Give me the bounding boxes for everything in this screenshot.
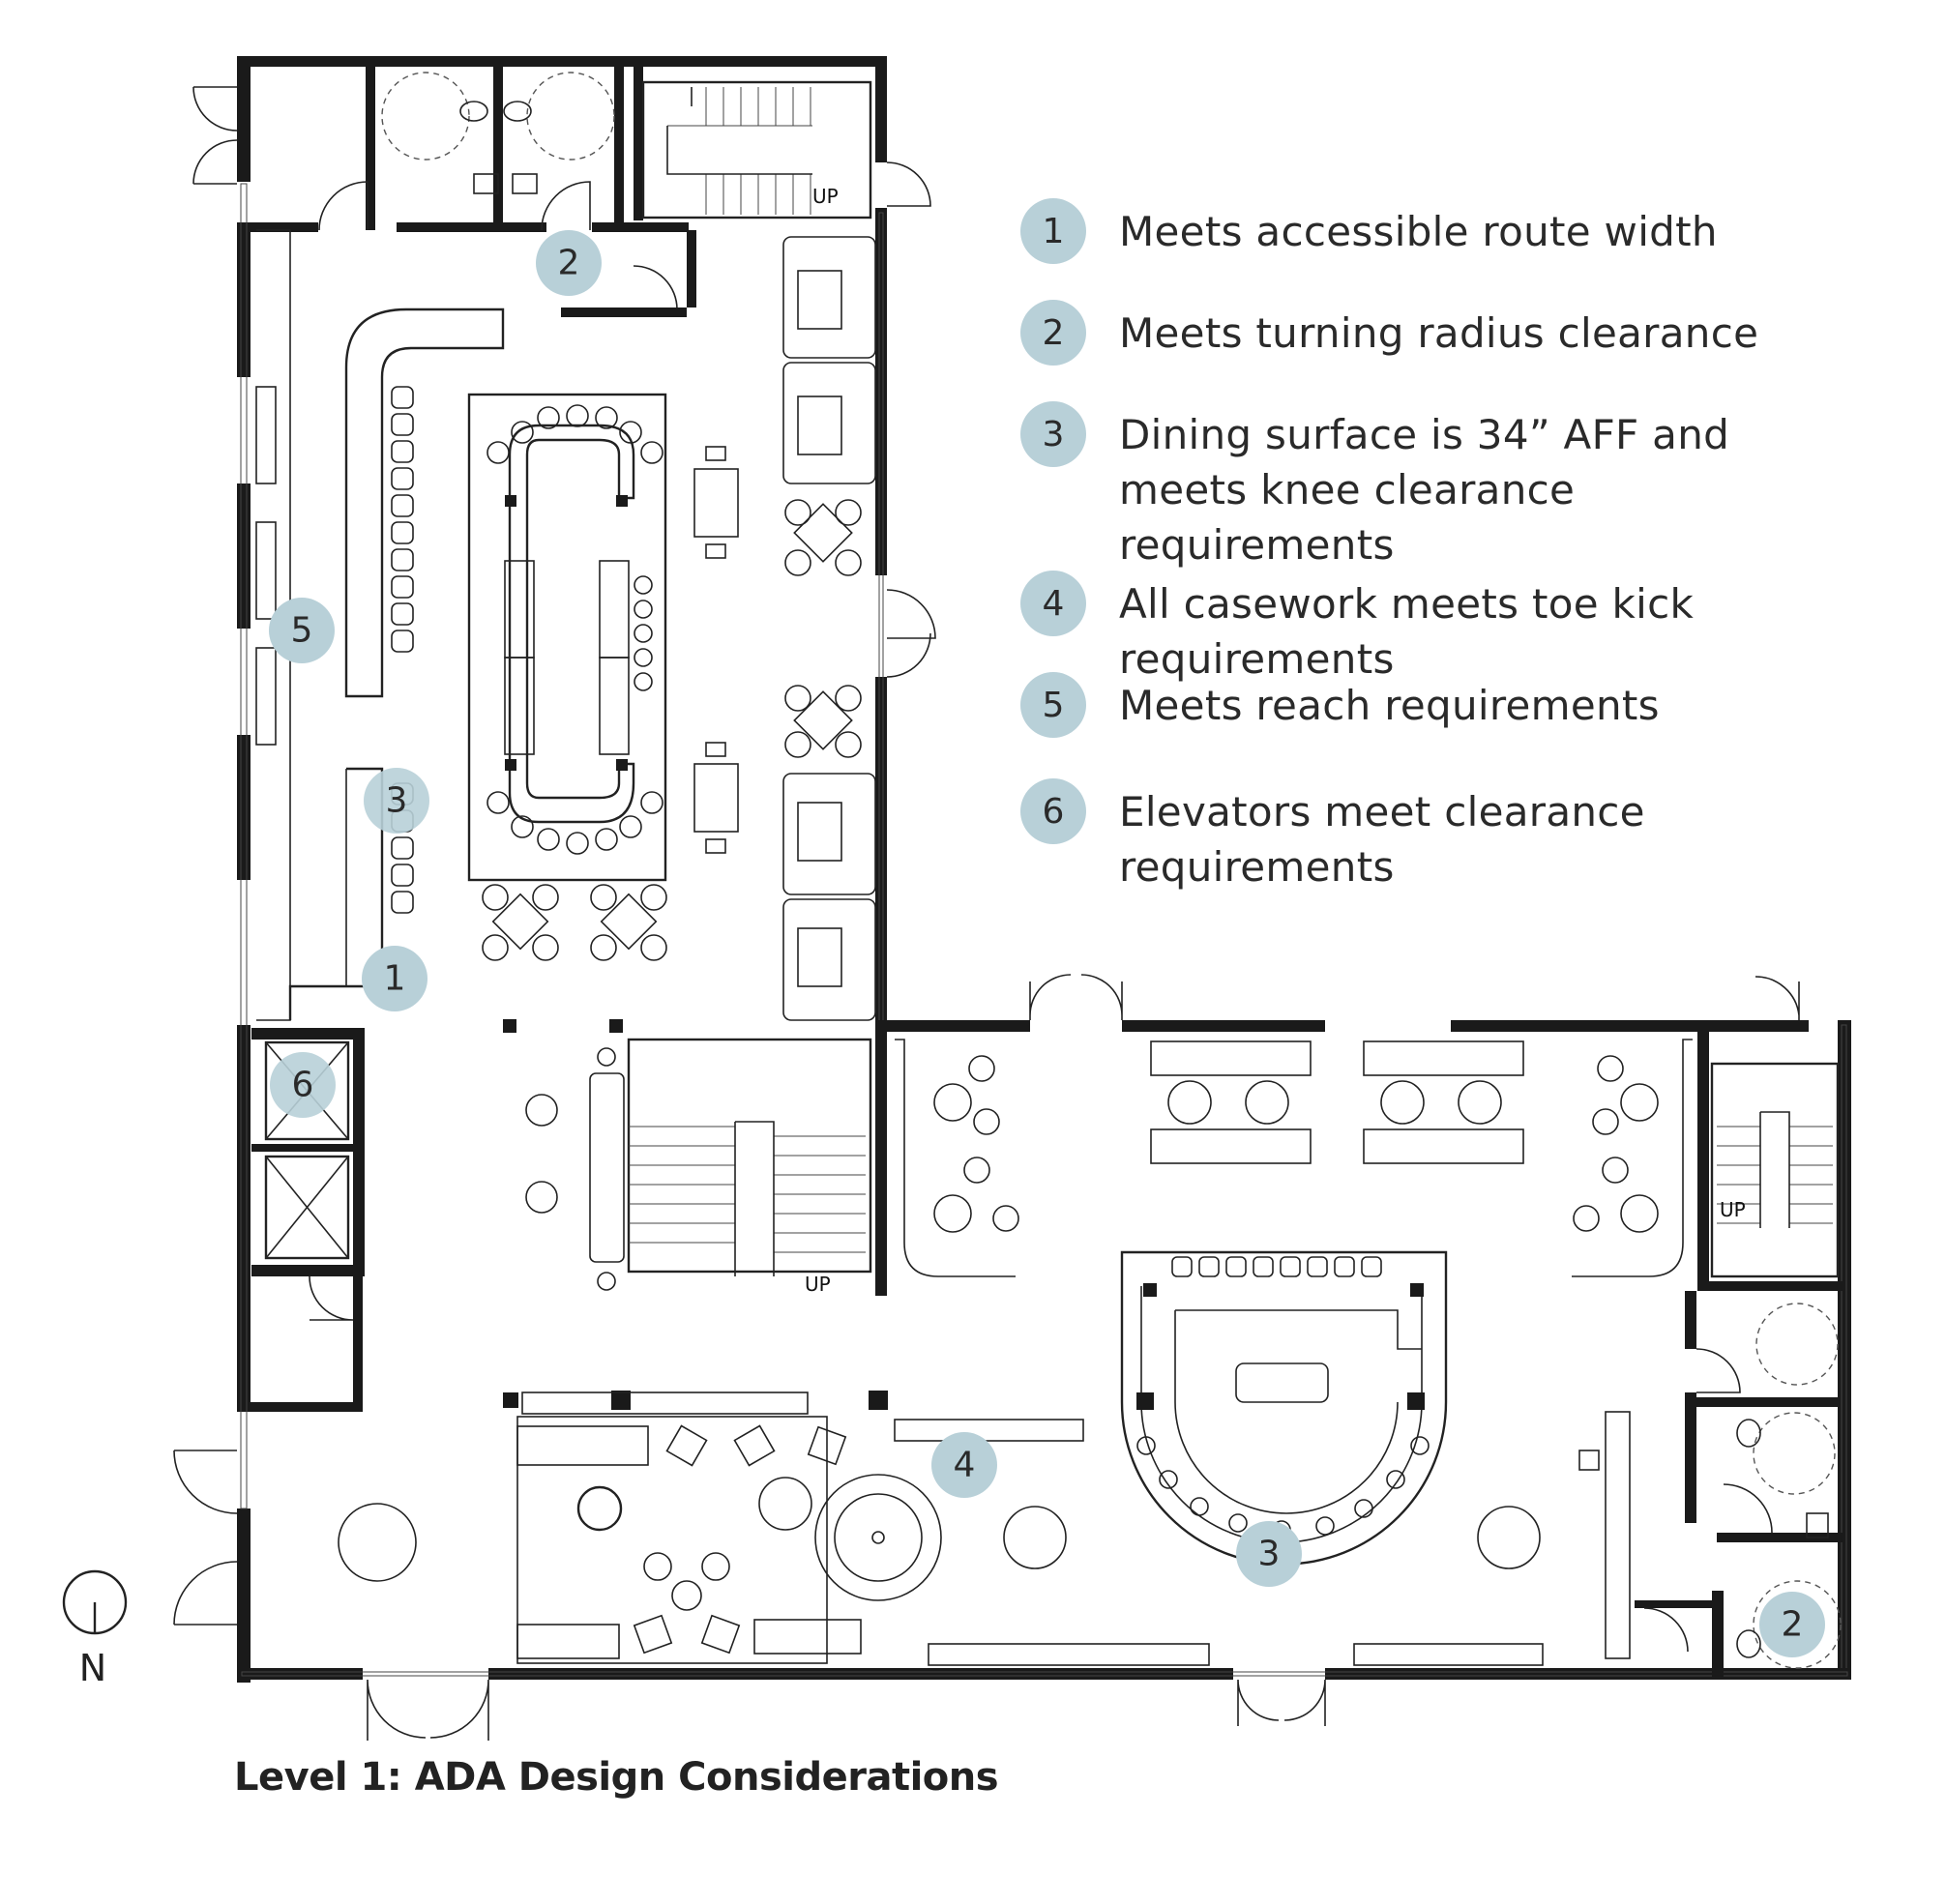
legend-text: All casework meets toe kick requirements [1119,580,1695,683]
plan-marker: 1 [362,946,428,1011]
north-stair: UP [634,56,931,220]
legend-text: Dining surface is 34” AFF and meets knee… [1119,411,1730,569]
south-wing: UP [338,974,1843,1741]
central-stair: UP [503,1019,872,1296]
plan-marker: 2 [536,230,602,296]
svg-text:6: 6 [292,1066,314,1105]
communal-table [467,393,667,882]
plan-marker: 3 [1236,1521,1302,1587]
svg-text:3: 3 [386,781,408,821]
plan-marker: 5 [269,598,335,663]
legend-item: 6 Elevators meet clearance requirements [1020,778,1873,894]
svg-text:1: 1 [384,959,406,999]
legend-badge: 4 [1020,571,1086,636]
legend-text: Elevators meet clearance requirements [1119,788,1645,891]
legend-badge: 2 [1020,300,1086,366]
legend-item: 5 Meets reach requirements [1020,672,1873,738]
legend-badge: 3 [1020,401,1086,467]
plan-title: Level 1: ADA Design Considerations [234,1755,999,1800]
legend-badge: 5 [1020,672,1086,738]
plan-marker: 4 [931,1432,997,1498]
legend-item: 3 Dining surface is 34” AFF and meets kn… [1020,401,1796,572]
east-stair-up-label: UP [1720,1198,1746,1221]
legend-badge: 1 [1020,198,1086,264]
legend-badge: 6 [1020,778,1086,844]
elevators [173,1028,365,1626]
legend-item: 1 Meets accessible route width [1020,198,1873,264]
north-wing-seating [482,230,936,1021]
stair-up-label: UP [812,185,839,208]
north-arrow-icon: N [62,1569,128,1689]
plan-marker: 6 [270,1052,336,1118]
svg-text:5: 5 [291,611,313,651]
legend-item: 2 Meets turning radius clearance [1020,300,1873,366]
plan-marker: 2 [1759,1592,1825,1657]
north-label: N [79,1647,106,1689]
svg-text:2: 2 [558,244,580,283]
svg-text:3: 3 [1258,1535,1281,1574]
legend-item: 4 All casework meets toe kick requiremen… [1020,571,1873,687]
exterior-walls [237,56,1851,1683]
legend-text: Meets turning radius clearance [1119,309,1759,357]
central-stair-up-label: UP [805,1273,831,1296]
legend-text: Meets accessible route width [1119,208,1718,255]
north-restrooms [192,56,689,232]
svg-text:4: 4 [954,1446,976,1485]
svg-text:2: 2 [1782,1605,1804,1645]
plan-marker: 3 [364,768,429,834]
legend-text: Meets reach requirements [1119,682,1660,729]
